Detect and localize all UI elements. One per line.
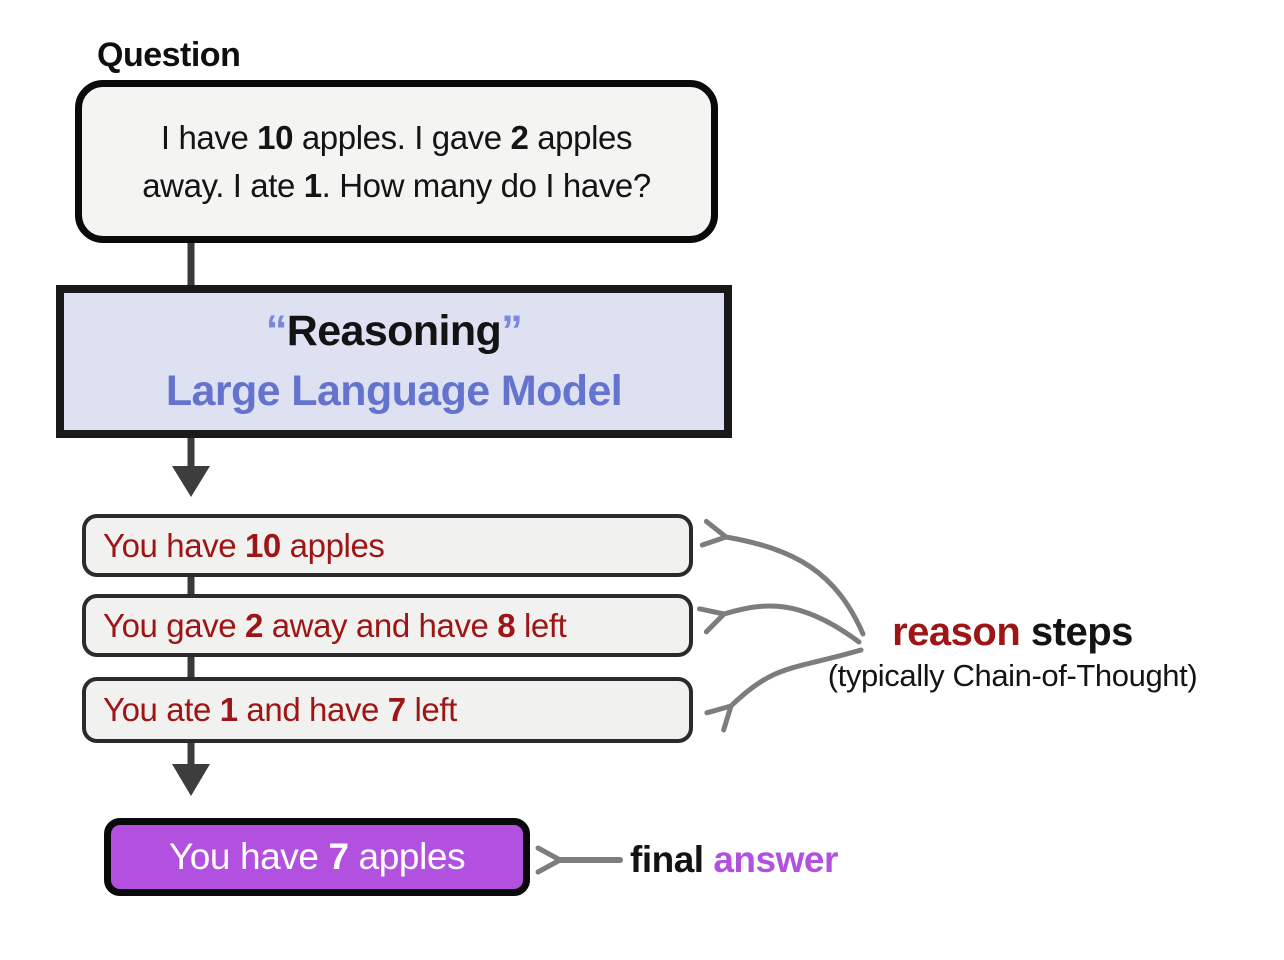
reason-steps-annotation: reason steps (typically Chain-of-Thought… [790, 610, 1235, 694]
arrow-step3-final-head [172, 764, 210, 796]
final-answer-text: You have 7 apples [168, 836, 466, 877]
final-answer-box: You have 7 apples [104, 818, 530, 896]
reason-step-3-text: You ate 1 and have 7 left [103, 691, 457, 728]
question-text: I have 10 apples. I gave 2 apples away. … [142, 118, 651, 204]
question-label: Question [97, 36, 241, 74]
llm-subtitle: Large Language Model [165, 366, 623, 415]
reason-step-1-text: You have 10 apples [103, 526, 385, 564]
reason-steps-title: reason steps [892, 610, 1133, 654]
llm-title: “Reasoning” [265, 307, 523, 356]
reason-step-2-text: You gave 2 away and have 8 left [103, 606, 567, 644]
question-box: I have 10 apples. I gave 2 apples away. … [75, 80, 718, 243]
reasoning-llm-box: “Reasoning” Large Language Model [56, 285, 732, 438]
reason-step-3: You ate 1 and have 7 left [82, 677, 693, 743]
arrow-llm-step1-head [172, 466, 210, 497]
final-answer-annotation: final answer [630, 839, 838, 880]
reason-steps-subtitle: (typically Chain-of-Thought) [827, 658, 1198, 693]
reason-step-1: You have 10 apples [82, 514, 693, 577]
reason-step-2: You gave 2 away and have 8 left [82, 594, 693, 657]
